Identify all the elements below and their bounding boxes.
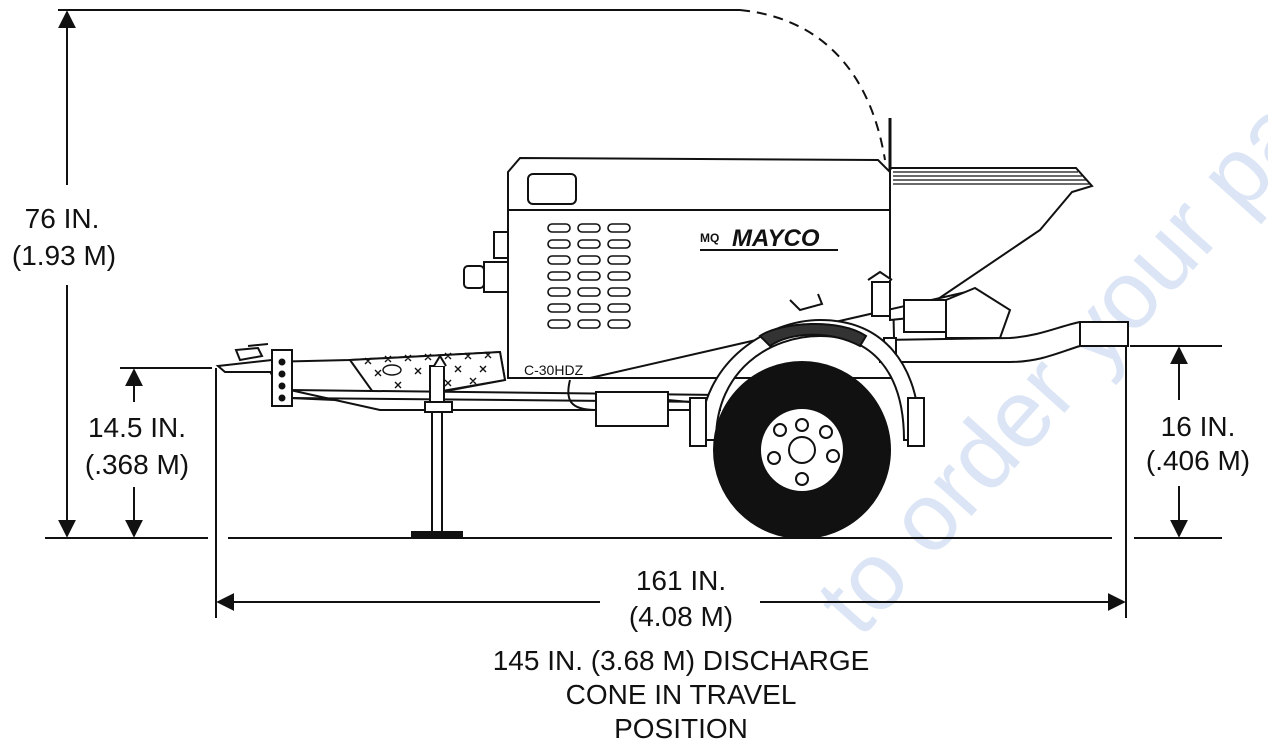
discharge-valve — [867, 270, 1012, 339]
mayco-logo: MQ MAYCO — [700, 225, 838, 252]
caption-line-3: POSITION — [614, 713, 748, 744]
caption: 145 IN. (3.68 M) DISCHARGE CONE IN TRAVE… — [493, 645, 870, 744]
hitch-coupler — [215, 343, 293, 407]
height-dimension: 76 IN. (1.93 M) — [12, 9, 886, 538]
discharge-height-dimension: 16 IN. (.406 M) — [1130, 345, 1250, 538]
hopper — [888, 118, 1094, 322]
caption-line-2: CONE IN TRAVEL — [566, 679, 797, 710]
model-label: C-30HDZ — [524, 362, 584, 378]
tire-tread — [758, 322, 868, 348]
wheel — [713, 361, 891, 539]
engine-vents — [547, 223, 631, 329]
hitch-height-value: 14.5 IN. — [88, 412, 186, 443]
length-metric: (4.08 M) — [629, 601, 733, 632]
discharge-height-metric: (.406 M) — [1146, 445, 1250, 476]
brand-badge: MQ — [700, 231, 719, 245]
trailer-illustration: MQ MAYCO C-30HDZ — [215, 118, 1129, 539]
height-value: 76 IN. — [25, 203, 100, 234]
inspection-window — [527, 173, 577, 205]
toolbox — [567, 379, 691, 427]
height-metric: (1.93 M) — [12, 240, 116, 271]
tongue-pattern — [364, 351, 492, 389]
length-value: 161 IN. — [636, 565, 726, 596]
brand-name: MAYCO — [732, 225, 820, 252]
engine-housing — [463, 156, 897, 379]
discharge-height-value: 16 IN. — [1161, 411, 1236, 442]
hitch-height-metric: (.368 M) — [85, 449, 189, 480]
length-dimension: 161 IN. (4.08 M) — [215, 346, 1127, 632]
caption-line-1: 145 IN. (3.68 M) DISCHARGE — [493, 645, 870, 676]
hitch-height-dimension: 14.5 IN. (.368 M) — [85, 367, 212, 538]
jack-stand — [411, 354, 463, 539]
